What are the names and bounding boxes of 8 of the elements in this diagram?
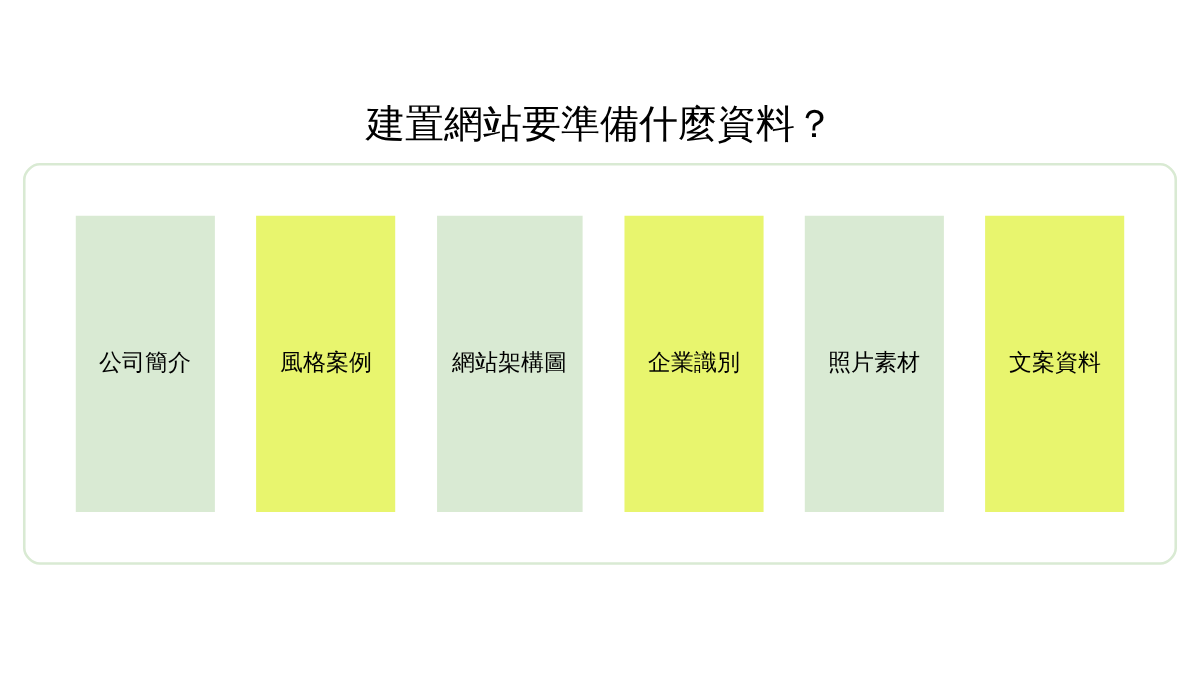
node-box: 公司簡介 <box>75 215 215 512</box>
cluster <box>22 162 1178 565</box>
node-box: 網站架構圖 <box>437 215 583 512</box>
node-box: 文案資料 <box>985 215 1125 512</box>
node-box: 照片素材 <box>804 215 944 512</box>
node-box: 企業識別 <box>624 215 764 512</box>
node-box: 風格案例 <box>256 215 396 512</box>
diagram-title: 建置網站要準備什麼資料？ <box>366 101 834 147</box>
